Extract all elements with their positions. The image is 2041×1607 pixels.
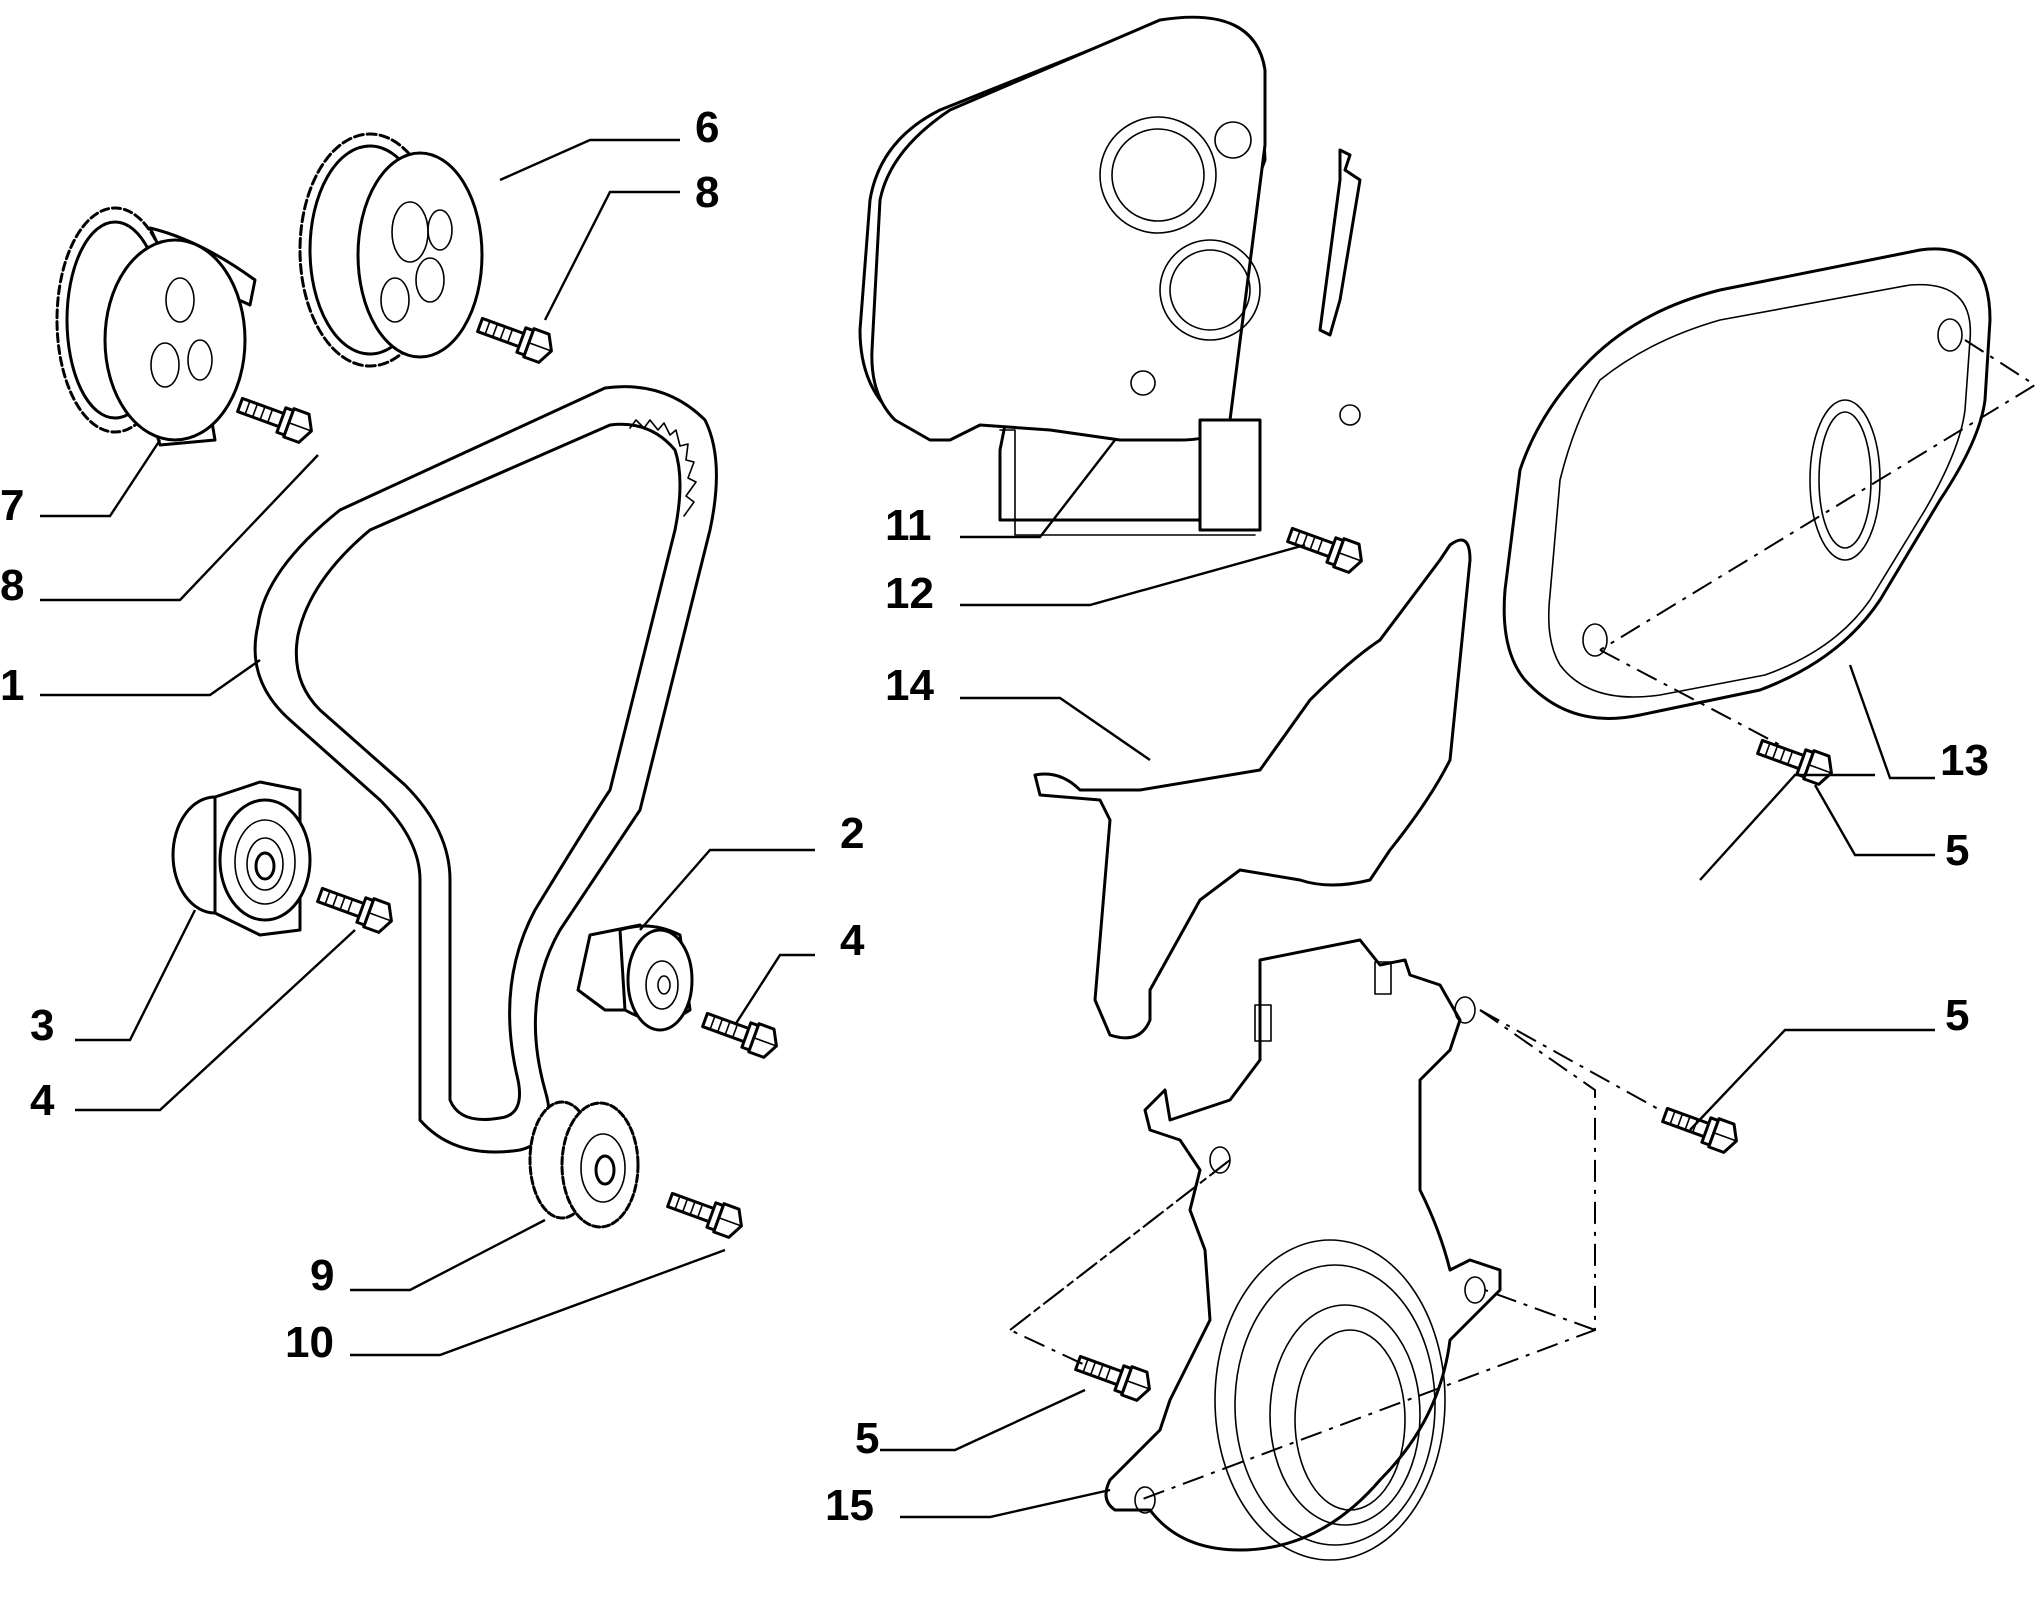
idler-pulley: [171, 780, 312, 937]
crankshaft-pulley: [528, 1100, 640, 1229]
timing-belt: [253, 385, 718, 1154]
camshaft-pulley: [298, 132, 484, 368]
callout-10: 10: [285, 1318, 334, 1367]
callout-5-outer-cover: 5: [1945, 826, 1969, 875]
camshaft-pulley-tone-wheel: [55, 206, 257, 447]
callout-3: 3: [30, 1001, 54, 1050]
leader-lines: [40, 138, 1935, 1519]
callout-6: 6: [695, 103, 719, 152]
callout-15: 15: [825, 1481, 874, 1530]
callout-9: 9: [310, 1251, 334, 1300]
callout-8-upper: 8: [695, 168, 719, 217]
upper-timing-cover: [858, 15, 1362, 536]
bolt-4-idler: [313, 879, 399, 937]
outer-upper-cover: [1502, 247, 1992, 720]
callout-labels: 6 8 7 8 1 3 4 2 4 9 10 11 12 14 13 5 5 5…: [0, 103, 1989, 1530]
callout-7: 7: [0, 481, 24, 530]
callout-5-lower-left: 5: [855, 1414, 879, 1463]
callout-11: 11: [885, 501, 932, 550]
bolt-10-crankshaft: [663, 1184, 749, 1242]
callout-4-tensioner: 4: [840, 916, 865, 965]
callout-13: 13: [1940, 736, 1989, 785]
callout-1: 1: [0, 661, 24, 710]
lower-timing-cover: [1104, 938, 1502, 1561]
callout-5-lower-right: 5: [1945, 991, 1969, 1040]
belt-guard-plate: [1033, 538, 1472, 1040]
callout-8-lower: 8: [0, 561, 24, 610]
bolt-5-outer-cover: [1753, 731, 1839, 789]
callout-4-idler: 4: [30, 1076, 55, 1125]
assembly-dash-lines: [1008, 339, 2037, 1501]
bolt-5-lower-left: [1071, 1347, 1157, 1405]
callout-2: 2: [840, 809, 864, 858]
bolt-5-lower-right: [1658, 1099, 1744, 1157]
callout-12: 12: [885, 569, 934, 618]
belt-tensioner: [576, 923, 694, 1032]
bolt-8-lower: [233, 389, 319, 447]
callout-14: 14: [885, 661, 934, 710]
